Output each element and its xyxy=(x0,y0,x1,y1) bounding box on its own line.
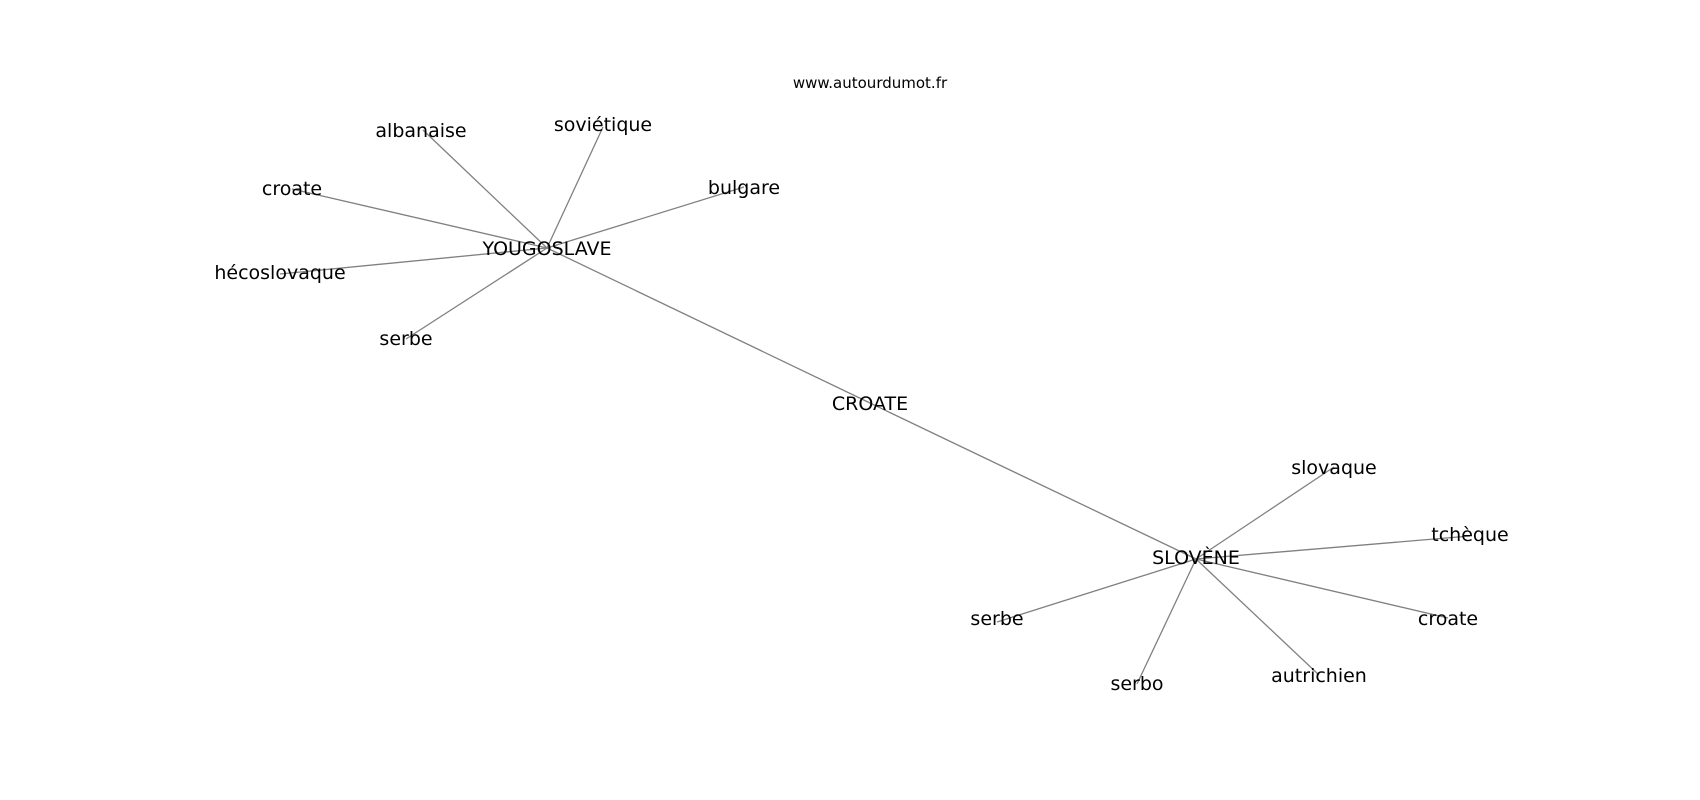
node-center-croate: CROATE xyxy=(832,393,908,415)
node-serbe: serbe xyxy=(970,608,1023,630)
node-serbo: serbo xyxy=(1110,673,1163,695)
edge-yougoslave-croate xyxy=(291,188,548,249)
edge-slovene-slovaque xyxy=(1195,466,1335,560)
node-serbe: serbe xyxy=(379,328,432,350)
edge-slovene-croate xyxy=(1195,558,1449,619)
edge-yougoslave-hecoslovaque xyxy=(279,247,548,275)
edge-yougoslave-albanaise xyxy=(422,129,548,249)
edge-slovene-tcheque xyxy=(1195,535,1471,560)
node-hub-yougoslave: YOUGOSLAVE xyxy=(482,238,612,260)
node-albanaise: albanaise xyxy=(375,120,466,142)
edge-yougoslave-sovietique xyxy=(546,126,604,249)
node-hub-slovene: SLOVÈNE xyxy=(1152,546,1240,569)
node-slovaque: slovaque xyxy=(1291,457,1376,479)
edge-slovene-autrichien xyxy=(1195,558,1320,676)
edges xyxy=(279,126,1471,685)
node-croate: croate xyxy=(1418,608,1478,630)
node-sovietique: soviétique xyxy=(554,114,652,136)
watermark: www.autourdumot.fr xyxy=(793,74,948,92)
node-autrichien: autrichien xyxy=(1271,665,1367,687)
edge-slovene-serbe xyxy=(996,558,1197,623)
node-hecoslovaque: hécoslovaque xyxy=(214,262,345,284)
node-croate: croate xyxy=(262,178,322,200)
edge-yougoslave-bulgare xyxy=(546,186,745,249)
node-bulgare: bulgare xyxy=(708,177,780,199)
edge-yougoslave-serbe xyxy=(405,247,548,340)
edge-slovene-serbo xyxy=(1136,558,1197,685)
edge-center-slovene xyxy=(869,402,1197,560)
labels: CROATE YOUGOSLAVE albanaise soviétique b… xyxy=(214,114,1508,695)
node-tcheque: tchèque xyxy=(1431,524,1508,546)
edge-center-yougoslave xyxy=(546,247,871,404)
